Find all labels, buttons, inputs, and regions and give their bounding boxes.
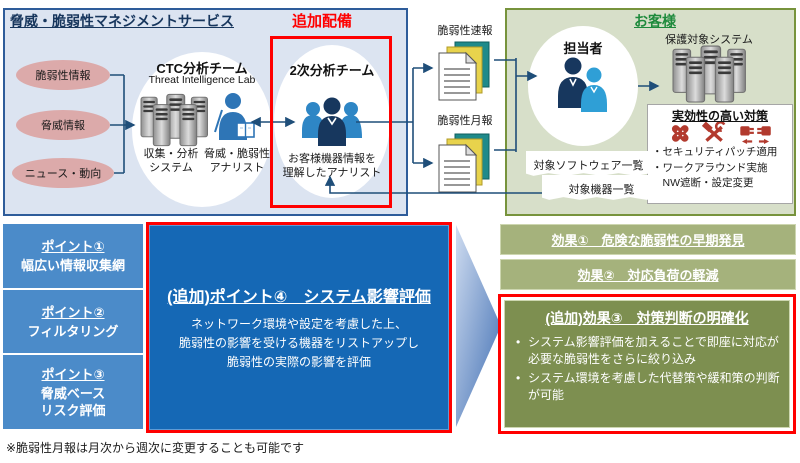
measure-item-nw-cut: ・NW遮断・設定変更 — [652, 177, 754, 189]
point2-body: フィルタリング — [27, 323, 119, 339]
effect1-box: 効果① 危険な脆弱性の早期発見 — [500, 224, 796, 255]
analyst-with-book-icon — [214, 93, 255, 140]
effective-measures-box — [647, 104, 793, 204]
customer-panel-title: お客様 — [634, 13, 676, 29]
ctc-team-subtitle: Threat Intelligence Lab — [148, 74, 256, 86]
effect2-box: 効果② 対応負荷の軽減 — [500, 259, 796, 290]
hammer-wrench-icon — [701, 122, 726, 142]
monthly-report-documents-icon — [438, 133, 490, 193]
three-people-group-icon — [302, 97, 362, 146]
protected-servers-icon — [672, 45, 746, 103]
effect3-bullet-1: システム影響評価を加えることで即座に対応が必要な脆弱性をさらに絞り込み — [513, 334, 781, 367]
point4-inner: (追加)ポイント④ システム影響評価 ネットワーク環境や設定を考慮した上、 脆弱… — [149, 225, 449, 430]
two-people-icon — [558, 57, 607, 112]
effect2-label: 効果② 対応負荷の軽減 — [577, 268, 719, 283]
effective-measures-title: 実効性の高い対策 — [671, 109, 768, 123]
measure-item-workaround: ・ワークアラウンド実施 — [652, 161, 768, 174]
effect3-title: (追加)効果③ 対策判断の明確化 — [545, 310, 749, 326]
customer-device-analyst-label: お客様機器情報を 理解したアナリスト — [282, 153, 382, 179]
point1-title: ポイント① — [41, 239, 105, 254]
measure-item-patch: ・セキュリティパッチ適用 — [652, 146, 778, 158]
secondary-team-title: 2次分析チーム — [289, 63, 375, 78]
point2-box: ポイント② フィルタリング — [3, 290, 143, 353]
measure-icons-row — [671, 122, 771, 144]
target-software-list: 対象ソフトウェア一覧 — [526, 151, 651, 176]
additional-deployment-badge: 追加配備 — [292, 13, 353, 30]
ctc-team-title: CTC分析チーム — [156, 61, 248, 76]
point3-body: 脅威ベース リスク評価 — [40, 385, 106, 418]
server-rack-cluster-icon — [140, 93, 209, 147]
footnote: ※脆弱性月報は月次から週次に変更することも可能です — [6, 441, 305, 455]
source-news-trends: ニュース・動向 — [12, 158, 114, 188]
protected-system-label: 保護対象システム — [665, 34, 753, 46]
source-vulnerability-info: 脆弱性情報 — [16, 60, 110, 90]
bandage-cross-icon — [671, 125, 689, 142]
point4-title: (追加)ポイント④ システム影響評価 — [167, 289, 431, 306]
target-device-list: 対象機器一覧 — [542, 175, 661, 200]
point3-title: ポイント③ — [41, 366, 105, 382]
source-threat-info: 脅威情報 — [16, 110, 110, 140]
point3-box: ポイント③ 脅威ベース リスク評価 — [3, 355, 143, 429]
effect3-box: (追加)効果③ 対策判断の明確化 システム影響評価を加えることで即座に対応が必要… — [498, 294, 796, 434]
effect3-bullets: システム影響評価を加えることで即座に対応が必要な脆弱性をさらに絞り込み システム… — [513, 334, 781, 403]
additional-deployment-frame — [270, 36, 392, 208]
effect3-bullet-2: システム環境を考慮した代替策や緩和策の判断が可能 — [513, 370, 781, 403]
staff-label: 担当者 — [563, 41, 603, 56]
unplugged-connector-icon — [740, 126, 771, 144]
point1-body: 幅広い情報収集網 — [20, 258, 125, 273]
point2-title: ポイント② — [41, 304, 105, 320]
point4-body: ネットワーク環境や設定を考慮した上、 脆弱性の影響を受ける機器をリストアップし … — [178, 317, 419, 369]
effect3-inner: (追加)効果③ 対策判断の明確化 システム影響評価を加えることで即座に対応が必要… — [504, 300, 790, 428]
effect1-label: 効果① 危険な脆弱性の早期発見 — [551, 233, 745, 248]
measure-items: ・セキュリティパッチ適用 ・ワークアラウンド実施 ・NW遮断・設定変更 — [652, 145, 792, 192]
threat-vulnerability-analyst-label: 脅威・脆弱性 アナリスト — [204, 148, 270, 174]
service-panel-title: 脅威・脆弱性マネジメントサービス — [10, 13, 234, 29]
flash-report-label: 脆弱性速報 — [437, 25, 493, 37]
monthly-report-label: 脆弱性月報 — [437, 115, 493, 127]
flash-report-documents-icon — [438, 41, 490, 101]
point1-box: ポイント① 幅広い情報収集網 — [3, 224, 143, 288]
right-arrow-triangle — [456, 225, 501, 427]
collection-analysis-system-label: 収集・分析 システム — [143, 148, 199, 174]
point4-box: (追加)ポイント④ システム影響評価 ネットワーク環境や設定を考慮した上、 脆弱… — [146, 222, 452, 433]
